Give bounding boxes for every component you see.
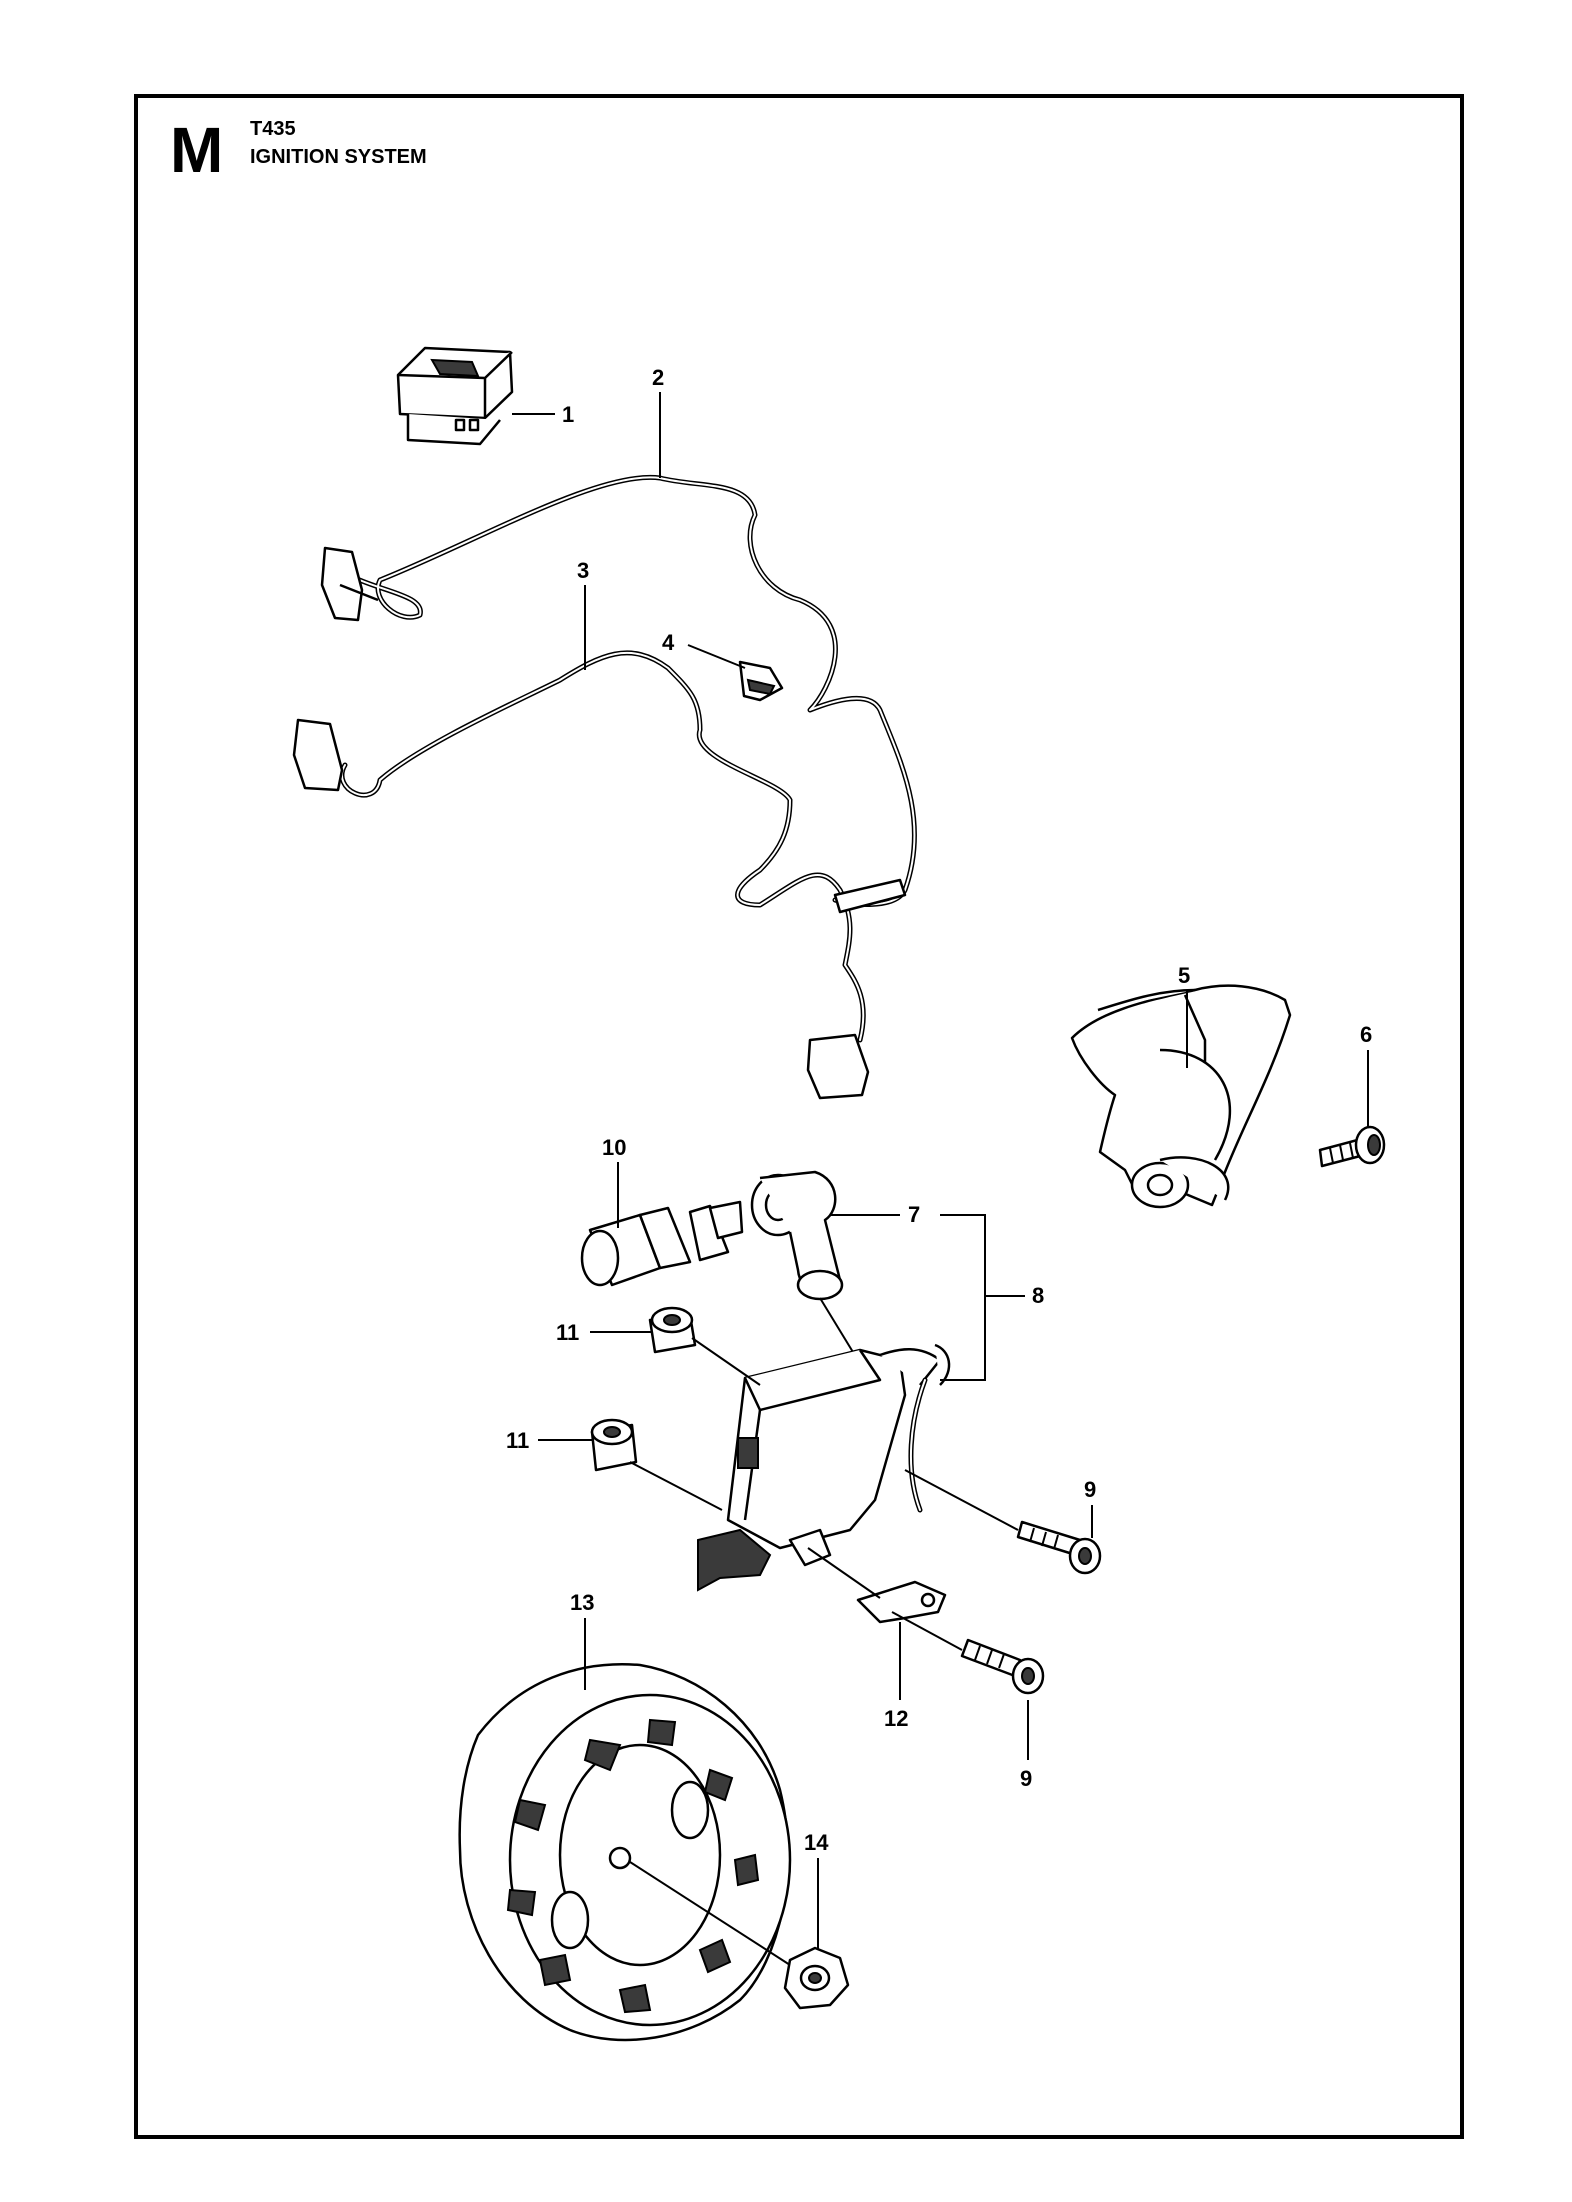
part-plug-cap (750, 1170, 844, 1301)
part-wire-harness-2 (320, 474, 917, 907)
callout-11-upper: 11 (556, 1320, 579, 1345)
callout-6: 6 (1360, 1022, 1372, 1047)
callout-5: 5 (1178, 963, 1190, 988)
diagram-title: IGNITION SYSTEM (250, 146, 427, 168)
part-screw-9-lower (960, 1638, 1045, 1695)
callout-1: 1 (562, 402, 574, 427)
leader-9-lower-axis (891, 1611, 963, 1651)
callout-3: 3 (577, 558, 589, 583)
callout-10: 10 (602, 1135, 626, 1160)
section-letter: M (170, 114, 224, 186)
leader-11-upper (590, 1331, 761, 1386)
leader-8-bracket (940, 1214, 1025, 1381)
leader-14-axis (629, 1861, 791, 1966)
part-ground-plate (856, 1580, 947, 1624)
part-wire-3 (292, 650, 907, 1100)
leader-9-upper-axis (904, 1469, 1019, 1531)
callout-2: 2 (652, 365, 664, 390)
callout-12: 12 (884, 1706, 908, 1731)
part-screw-6 (1318, 1125, 1386, 1168)
page-frame (134, 94, 1464, 2139)
leader-4 (687, 644, 746, 669)
part-nut (783, 1946, 850, 2010)
callout-11-lower: 11 (506, 1428, 529, 1453)
part-switch (396, 346, 514, 446)
leader-11-lower (538, 1439, 723, 1511)
part-ignition-cover (1070, 984, 1292, 1209)
callout-8: 8 (1032, 1283, 1044, 1308)
callout-9-upper: 9 (1084, 1477, 1096, 1502)
callout-4: 4 (662, 630, 675, 655)
callout-14: 14 (804, 1830, 829, 1855)
leader-12-axis (807, 1547, 881, 1599)
callout-9-lower: 9 (1020, 1766, 1032, 1791)
part-spacer-upper (648, 1306, 697, 1354)
part-spacer-lower (590, 1418, 638, 1472)
callout-7: 7 (908, 1202, 920, 1227)
part-clip (738, 660, 784, 702)
part-spark-plug (580, 1200, 744, 1287)
part-screw-9-upper (1016, 1520, 1102, 1575)
part-flywheel (458, 1663, 792, 2042)
part-ignition-module (697, 1297, 951, 1592)
callout-13: 13 (570, 1590, 594, 1615)
model-number: T435 (250, 118, 296, 140)
